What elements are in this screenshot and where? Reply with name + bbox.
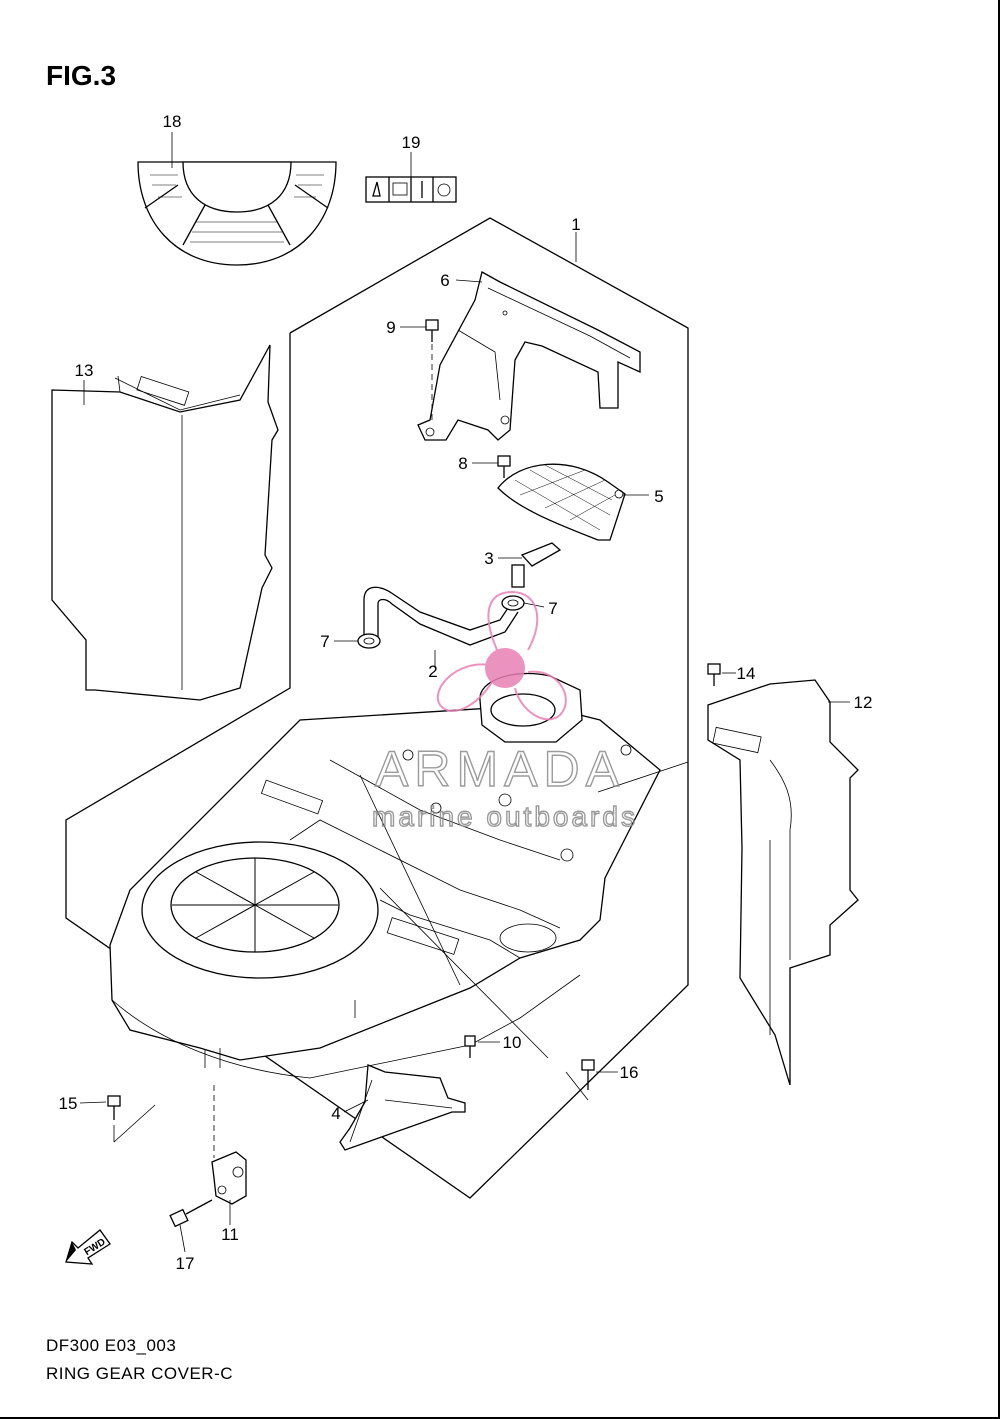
callout-19: 19 — [402, 133, 421, 152]
fwd-arrow-icon: FWD — [65, 1229, 111, 1265]
part-17-bolt — [169, 1199, 213, 1228]
model-code: DF300 E03_003 — [46, 1336, 177, 1355]
callout-2: 2 — [428, 662, 437, 681]
callout-1: 1 — [571, 215, 580, 234]
callout-14: 14 — [737, 664, 756, 683]
part-5-mesh-screen — [497, 463, 626, 541]
part-3-fitting — [511, 542, 562, 588]
figure-title: FIG.3 — [46, 60, 117, 91]
callout-13: 13 — [75, 361, 94, 380]
callout-18: 18 — [163, 112, 182, 131]
assembly-boundary — [65, 217, 689, 1199]
watermark-brand: ARMADA — [375, 741, 625, 797]
part-2-hose — [363, 586, 519, 668]
callout-9: 9 — [386, 318, 395, 337]
callout-7b: 7 — [548, 599, 557, 618]
callout-7a: 7 — [320, 632, 329, 651]
part-group-name: RING GEAR COVER-C — [46, 1364, 234, 1383]
propeller-logo-icon — [437, 590, 567, 721]
callout-10: 10 — [503, 1033, 522, 1052]
part-15-bolt — [107, 1095, 121, 1120]
callout-11: 11 — [221, 1225, 239, 1244]
part-11-mount-bracket — [211, 1085, 247, 1205]
watermark-logo: ARMADA marine outboards — [371, 590, 638, 833]
part-7-clamp-a — [357, 633, 381, 649]
callout-leaders — [79, 132, 850, 1253]
callout-4: 4 — [331, 1104, 340, 1123]
part-16-bolt — [581, 1059, 595, 1090]
callout-12: 12 — [854, 693, 873, 712]
callout-8: 8 — [458, 454, 467, 473]
part-14-screw — [707, 663, 721, 686]
watermark-tagline: marine outboards — [372, 801, 638, 832]
callout-17: 17 — [176, 1254, 195, 1273]
part-4-lower-bracket — [339, 1064, 466, 1151]
part-12-right-cover — [707, 679, 859, 1086]
callout-16: 16 — [620, 1063, 639, 1082]
part-8-screw — [497, 455, 511, 478]
callout-15: 15 — [59, 1094, 78, 1113]
callout-5: 5 — [654, 487, 663, 506]
callout-numbers: 1 2 3 4 5 6 7 7 8 9 10 11 12 13 14 15 16… — [59, 112, 873, 1273]
ring-gear-cover-body — [109, 672, 661, 1079]
part-10-screw — [464, 1035, 476, 1058]
part-19-warning-label — [365, 176, 457, 203]
part-9-screw — [425, 319, 439, 420]
part-13-left-cover — [51, 344, 279, 701]
part-6-upper-cover — [417, 271, 641, 441]
part-7-clamp-b — [501, 595, 525, 611]
callout-6: 6 — [440, 271, 449, 290]
part-18-ring-mat — [137, 161, 337, 266]
callout-3: 3 — [484, 549, 493, 568]
